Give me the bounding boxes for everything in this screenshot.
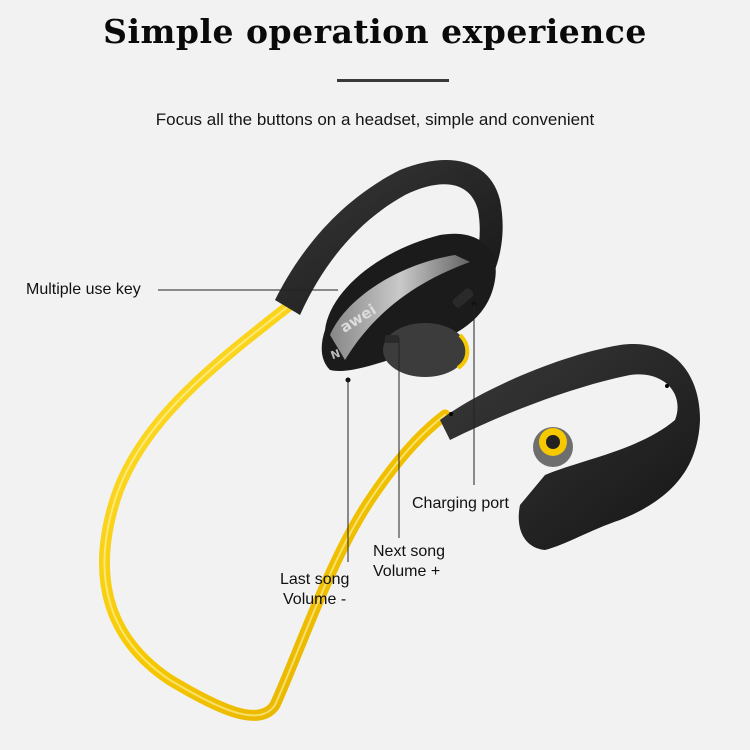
callout-next-song: Next song Volume + bbox=[373, 542, 445, 582]
nfc-icon: N bbox=[329, 347, 342, 362]
callout-multiple-use-key: Multiple use key bbox=[26, 281, 141, 298]
charging-port-cover bbox=[452, 288, 474, 308]
title-divider bbox=[337, 79, 449, 82]
callout-last-song: Last song Volume - bbox=[280, 570, 349, 610]
next-song-button bbox=[385, 335, 399, 343]
callout-next-song-line1: Next song bbox=[373, 543, 446, 560]
callout-charging-port: Charging port bbox=[412, 495, 509, 512]
callout-next-song-line2: Volume + bbox=[373, 563, 441, 580]
neckband-cable bbox=[99, 299, 451, 721]
page-title: Simple operation experience bbox=[103, 12, 647, 51]
right-earpiece bbox=[440, 344, 700, 550]
callout-lines bbox=[158, 289, 477, 562]
page-subtitle: Focus all the buttons on a headset, simp… bbox=[155, 110, 595, 129]
left-earpiece: awei N bbox=[275, 160, 503, 377]
callout-last-song-line1: Last song bbox=[280, 571, 350, 588]
callout-last-song-line2: Volume - bbox=[283, 591, 347, 608]
